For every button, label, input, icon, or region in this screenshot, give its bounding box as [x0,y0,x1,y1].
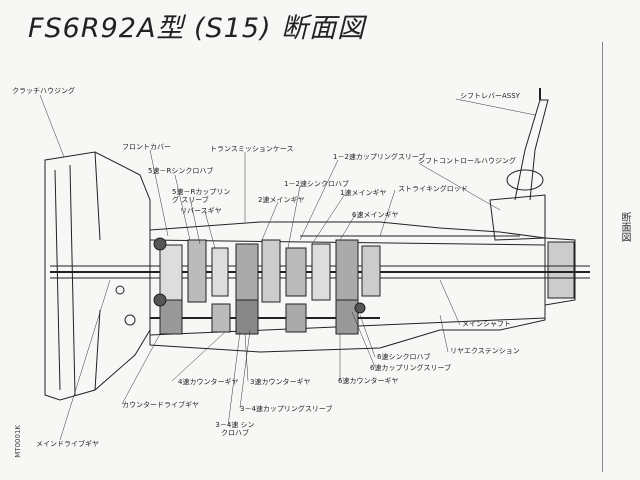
shift-lever-shape [514,99,549,201]
label-sync-hub-5r: 5速－Rシンクロハブ [148,167,214,175]
rear-flange [547,241,575,299]
label-sleeve-6: 6速カップリングスリーブ [370,364,452,372]
label-main-gear-1: 1速メインギヤ [340,189,387,197]
label-counter-gear-3: 3速カウンターギヤ [250,378,311,386]
label-main-shaft: メインシャフト [462,320,511,328]
label-main-gear-6: 6速メインギヤ [352,211,399,219]
label-counter-gear-6: 6速カウンターギヤ [338,377,399,385]
diagram-frame [14,42,603,472]
page-title: FS6R92A型 (S15) 断面図 [28,13,366,44]
label-front-cover: フロントカバー [122,143,171,151]
clutch-housing-shape [44,151,151,401]
label-sleeve-34: 3－4速カップリングスリーブ [240,405,333,413]
label-sync-hub-12: 1－2速シンクロハブ [284,180,349,188]
label-sleeve-12: 1－2速カップリングスリーブ [333,153,426,161]
shift-housing-shape [489,194,546,241]
label-counter-gear-4: 4速カウンターギヤ [178,378,239,386]
label-sync-hub-34: 3－4速 シンクロハブ [215,421,255,437]
label-sleeve-5r: 5速－Rカップリング スリーブ [172,188,231,204]
label-striking-rod: ストライキングロッド [398,185,468,193]
label-shift-control-housing: シフトコントロールハウジング [418,157,516,165]
label-reverse-gear: リバースギヤ [180,207,222,215]
rear-extension-shape [544,237,576,306]
label-counter-drive-gear: カウンタードライブギヤ [122,401,199,409]
label-sync-hub-6: 6速シンクロハブ [377,353,431,361]
label-main-drive-gear: メインドライブギヤ [36,440,99,448]
label-shift-lever: シフトレバーASSY [460,92,520,100]
transmission-case-shape [149,221,546,353]
label-main-gear-2: 2速メインギヤ [258,196,305,204]
side-tab-label: 断面図 [619,212,630,242]
label-transmission-case: トランスミッションケース [210,145,294,153]
label-clutch-housing: クラッチハウジング [12,87,75,95]
label-rear-extension: リヤエクステンション [450,347,520,355]
